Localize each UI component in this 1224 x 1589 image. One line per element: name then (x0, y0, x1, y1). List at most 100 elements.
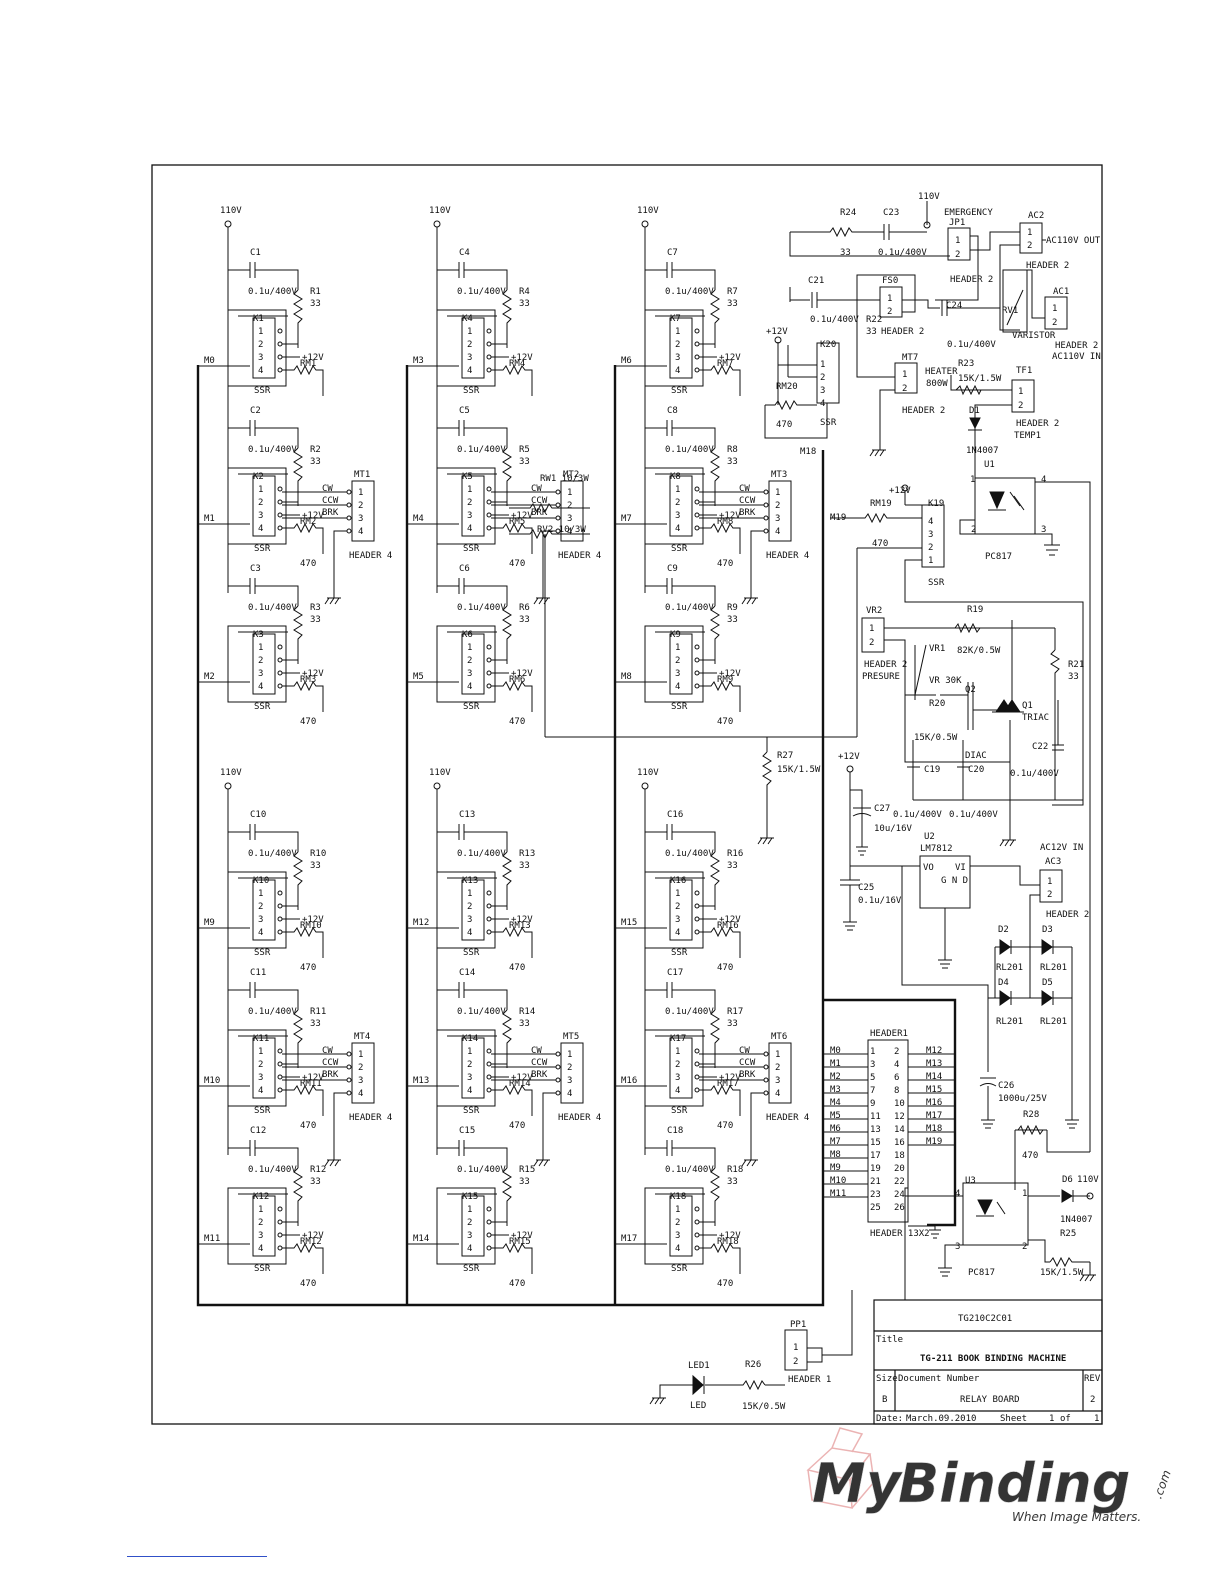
capacitor-value: 0.1u/400V (457, 603, 506, 613)
ssr-pin-number: 4 (675, 1086, 680, 1096)
ssr-pin-number: 4 (467, 928, 472, 938)
ssr-pin-number: 3 (258, 1073, 263, 1083)
k20-pin1: 1 (820, 360, 825, 370)
rm-resistor-label: RM11 (300, 1079, 322, 1089)
motor-pin-number: 1 (358, 1050, 363, 1060)
header1-pin-left: 11 (870, 1112, 881, 1122)
header1-pin-left: 7 (870, 1086, 875, 1096)
ssr-module-label: K9 (670, 630, 681, 640)
ssr-type-label: SSR (671, 1106, 688, 1116)
fs0-label: FS0 (882, 276, 898, 286)
header1-net-left: M10 (830, 1176, 846, 1186)
d6-v110: 110V (1077, 1175, 1099, 1185)
capacitor-label: C14 (459, 968, 475, 978)
ssr-pin-number: 2 (467, 902, 472, 912)
vcc-label: +12V (719, 511, 741, 521)
power-labels: +12V C27 10u/16V U2 LM7812 VO VI G N D C… (838, 752, 1089, 1104)
ssr-pin-number: 3 (675, 1073, 680, 1083)
r24-label: R24 (840, 208, 856, 218)
ssr-module-label: K7 (670, 314, 681, 324)
ssr-pin-number: 3 (258, 353, 263, 363)
vcc-label: +12V (719, 1073, 741, 1083)
ssr-type-label: SSR (463, 702, 480, 712)
resistor-label: R16 (727, 849, 743, 859)
tb-of-label: of (1060, 1414, 1071, 1424)
rm-resistor-value: 470 (300, 717, 316, 727)
footer-link-underline (127, 1556, 267, 1557)
ac1-pin1: 1 (1052, 304, 1057, 314)
rm-resistor-value: 470 (717, 1279, 733, 1289)
capacitor-label: C17 (667, 968, 683, 978)
triac-label: TRIAC (1022, 713, 1049, 723)
vcc-label: +12V (302, 1073, 324, 1083)
r21-label: R21 (1068, 660, 1084, 670)
header1-pin-left: 21 (870, 1177, 881, 1187)
emergency-label: EMERGENCY (944, 208, 993, 218)
d4-label: D4 (998, 978, 1009, 988)
ssr-type-label: SSR (254, 948, 271, 958)
resistor-value: 33 (519, 1177, 530, 1187)
header1-pin-right: 8 (894, 1086, 899, 1096)
ac3-in-label: AC12V IN (1040, 843, 1083, 853)
d5-label: D5 (1042, 978, 1053, 988)
r25-label: R25 (1060, 1229, 1076, 1239)
ssr-pin-number: 1 (467, 643, 472, 653)
motor-pin-name: BRK (739, 508, 756, 518)
tb-sheet-label: Sheet (1000, 1414, 1027, 1424)
d2-label: D2 (998, 925, 1009, 935)
tb-rev: 2 (1090, 1395, 1095, 1405)
header1-pin-right: 6 (894, 1073, 899, 1083)
ssr-module-label: K14 (462, 1034, 478, 1044)
ssr-pin-number: 4 (258, 1244, 263, 1254)
u3-pin4: 4 (955, 1189, 960, 1199)
k19-pin4: 4 (928, 517, 933, 527)
header1-net-right: M12 (926, 1046, 942, 1056)
capacitor-value: 0.1u/400V (665, 603, 714, 613)
motor-header-type: HEADER 4 (349, 1113, 392, 1123)
motor-pin-name: BRK (322, 1070, 339, 1080)
motor-pin-number: 4 (775, 1089, 780, 1099)
capacitor-label: C5 (459, 406, 470, 416)
u3-pin3: 3 (955, 1242, 960, 1252)
control-signal-label: M4 (413, 514, 424, 524)
header1-pin-right: 2 (894, 1047, 899, 1057)
r19-label: R19 (967, 605, 983, 615)
control-signal-label: M9 (204, 918, 215, 928)
ac3-pin2: 2 (1047, 890, 1052, 900)
c20-label: C20 (968, 765, 984, 775)
ssr-pin-number: 2 (258, 656, 263, 666)
control-signal-label: M7 (621, 514, 632, 524)
resistor-label: R2 (310, 445, 321, 455)
k19-pin2: 2 (928, 543, 933, 553)
resistor-value: 33 (310, 615, 321, 625)
top-right-labels: 110V R24 33 C23 0.1u/400V EMERGENCY JP1 … (766, 192, 1101, 820)
header1-net-left: M11 (830, 1189, 846, 1199)
title-block (873, 1299, 1103, 1425)
rm-resistor-label: RM9 (717, 675, 733, 685)
ssr-module-label: K16 (670, 876, 686, 886)
d3-value: RL201 (1040, 963, 1067, 973)
tf1-header: HEADER 2 (1016, 419, 1059, 429)
ac2-header: HEADER 2 (1026, 261, 1069, 271)
jp1-header: HEADER 2 (950, 275, 993, 285)
ssr-pin-number: 1 (675, 643, 680, 653)
r27-resistor: R27 15K/1.5W (757, 737, 821, 845)
motor-header-name: MT2 (563, 470, 579, 480)
rm-resistor-value: 470 (509, 1279, 525, 1289)
u3-label: U3 (965, 1176, 976, 1186)
capacitor-label: C7 (667, 248, 678, 258)
d6-label: D6 (1062, 1175, 1073, 1185)
c22-label: C22 (1032, 742, 1048, 752)
ac2-pin1: 1 (1027, 228, 1032, 238)
motor-pin-number: 2 (358, 1063, 363, 1073)
resistor-value: 33 (519, 1019, 530, 1029)
ssr-pin-number: 4 (675, 682, 680, 692)
bus-lines (196, 365, 957, 1307)
ssr-pin-number: 2 (467, 656, 472, 666)
vcc-label: +12V (511, 511, 533, 521)
